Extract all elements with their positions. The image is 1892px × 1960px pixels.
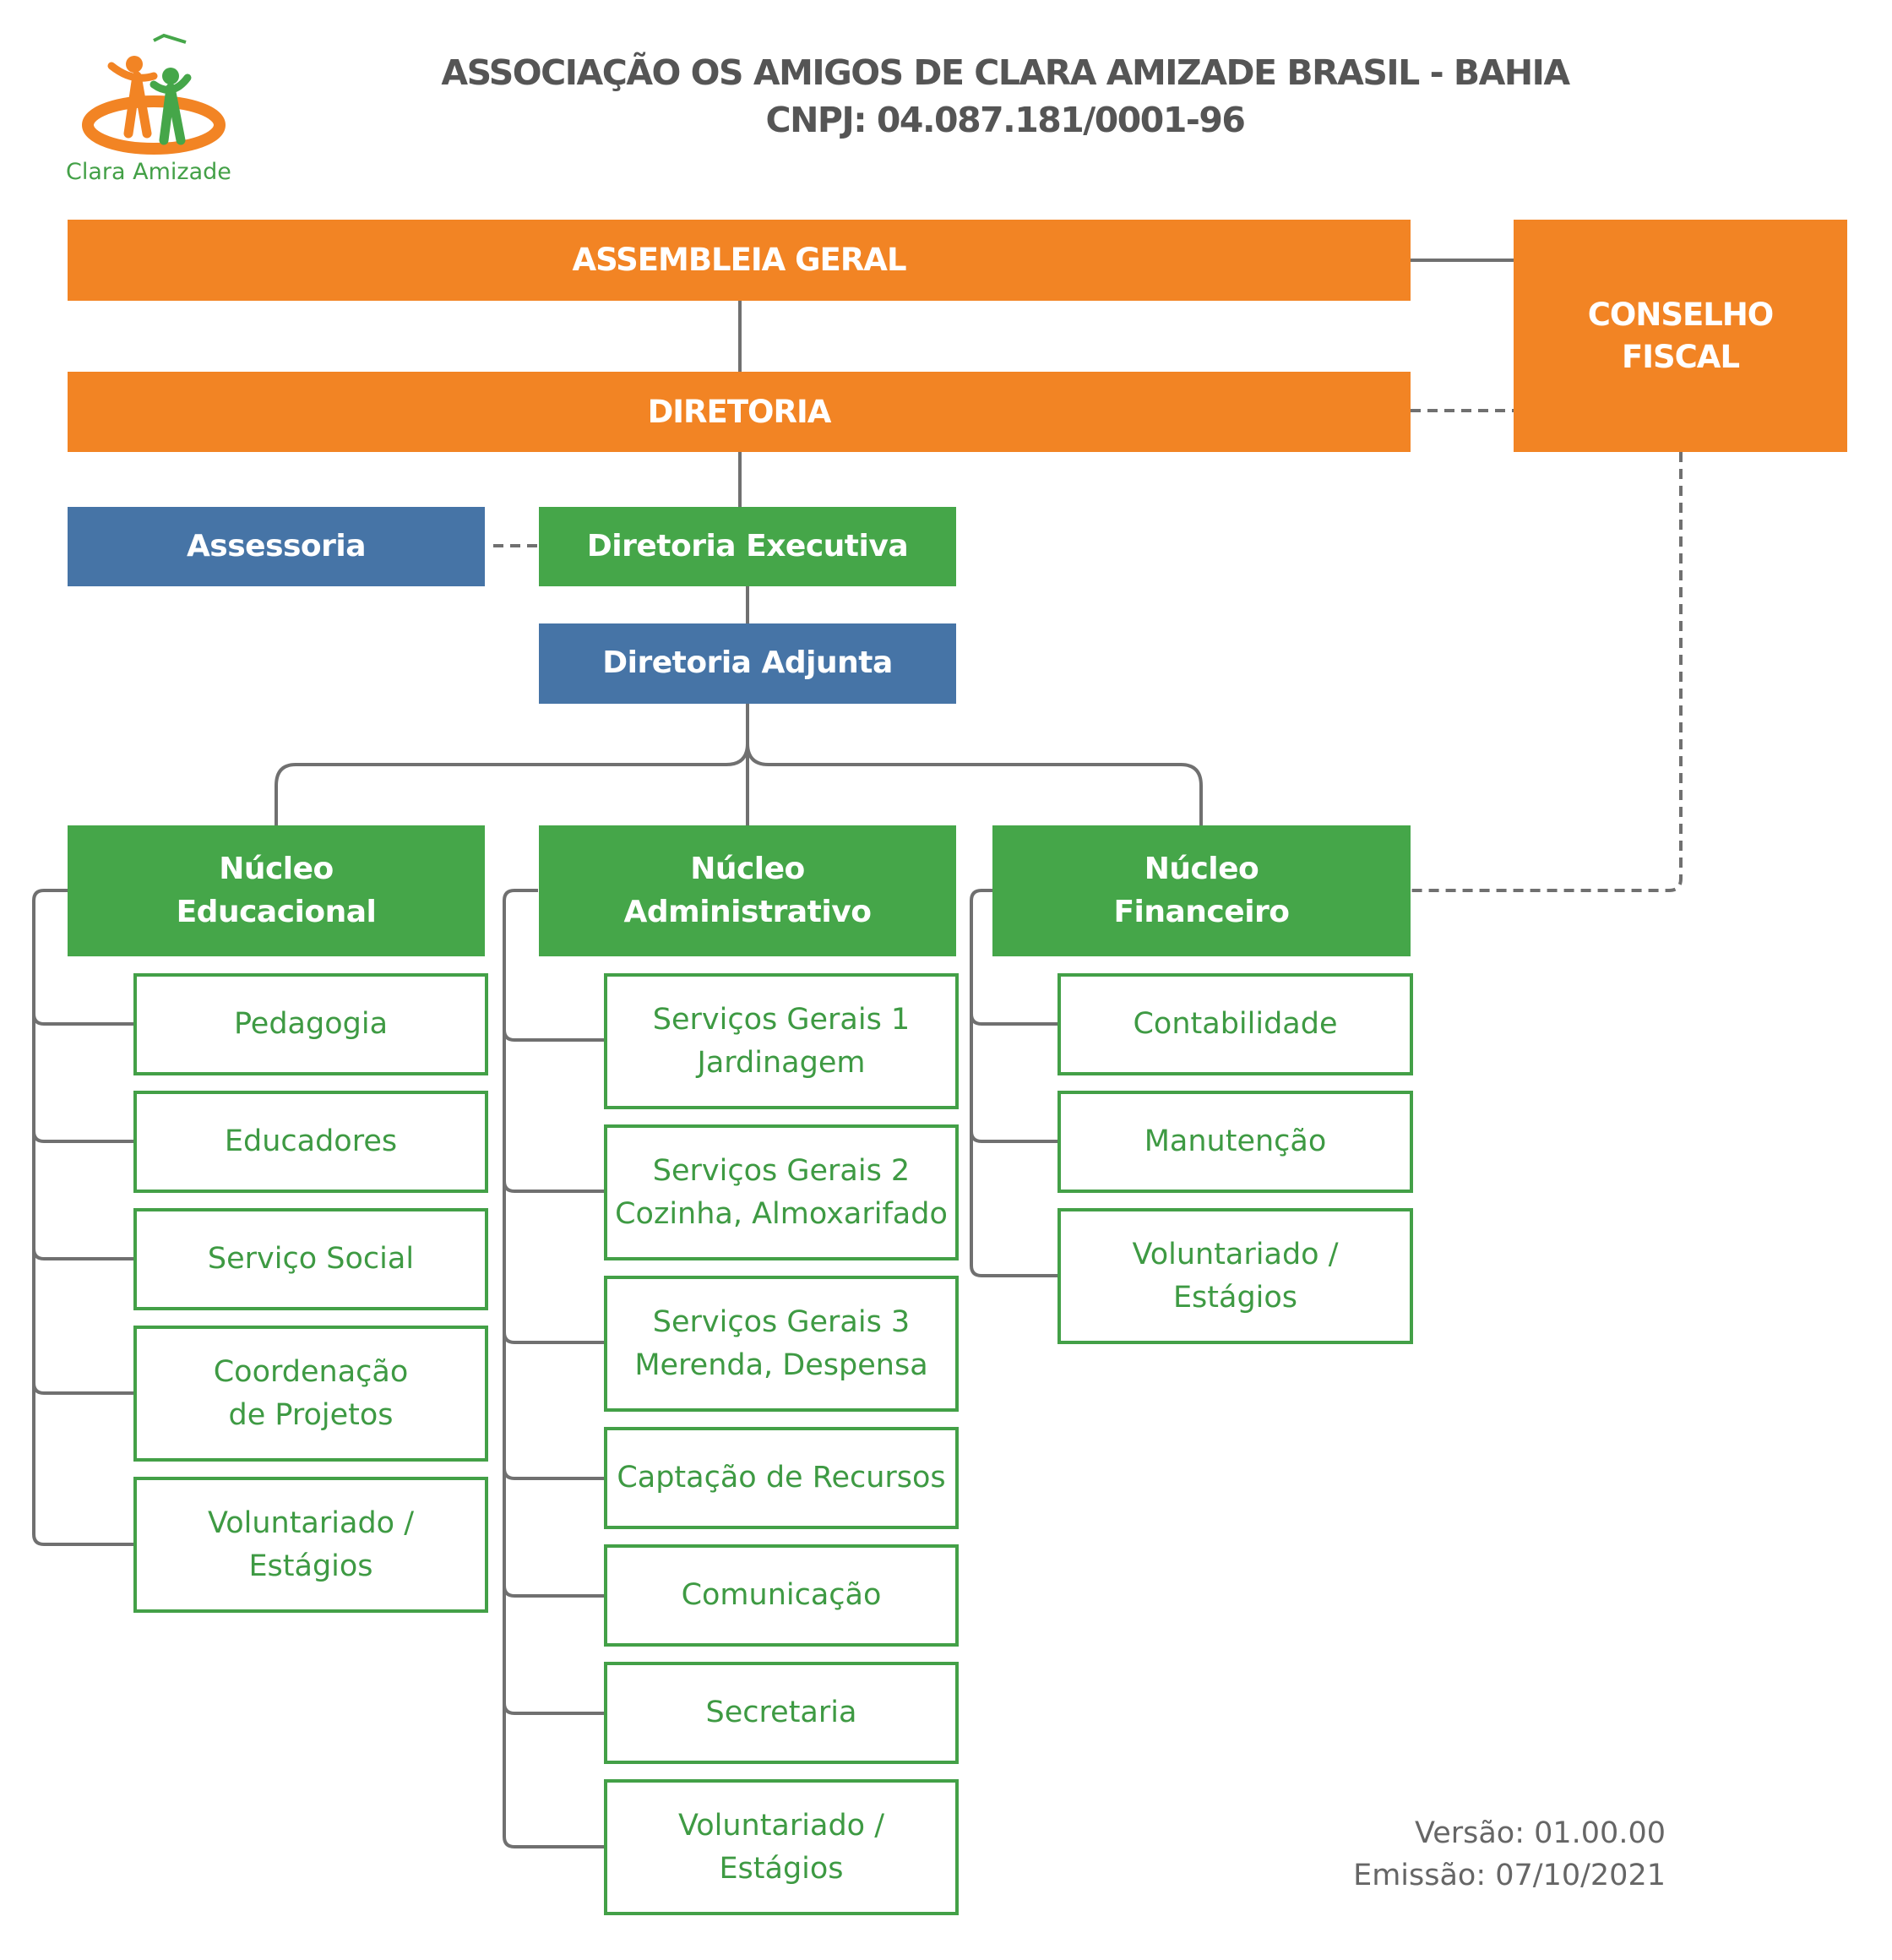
item-label: Voluntariado / Estágios (207, 1505, 414, 1583)
item-label: Manutenção (1144, 1124, 1327, 1159)
nucleo-administrativo-label: Núcleo Administrativo (623, 852, 872, 929)
assembleia-geral-box: ASSEMBLEIA GERAL (68, 220, 1411, 301)
conselho-fiscal-box: CONSELHO FISCAL (1514, 220, 1847, 452)
administrativo-item-voluntariado: Voluntariado / Estágios (604, 1779, 959, 1915)
cnpj-label: CNPJ: 04.087.181/0001-96 (765, 100, 1246, 140)
item-label: Voluntariado / Estágios (1132, 1237, 1339, 1315)
diretoria-adjunta-label: Diretoria Adjunta (602, 645, 893, 681)
conselho-fiscal-label: CONSELHO FISCAL (1587, 296, 1774, 375)
logo-figures-icon (82, 33, 226, 155)
page-title: ASSOCIAÇÃO OS AMIGOS DE CLARA AMIZADE BR… (441, 52, 1570, 93)
connector-rail-financeiro (970, 889, 1057, 1277)
educacional-item-educadores: Educadores (133, 1091, 488, 1193)
administrativo-item-servicos-gerais-2: Serviços Gerais 2 Cozinha, Almoxarifado (604, 1124, 959, 1260)
connector-adm-secretaria (503, 1702, 604, 1715)
version-label: Versão: 01.00.00 (1414, 1816, 1666, 1850)
connector-conselho-financeiro (1411, 452, 1683, 892)
educacional-item-servico-social: Serviço Social (133, 1208, 488, 1310)
connector-fin-contabilidade (970, 1013, 1057, 1026)
financeiro-item-contabilidade: Contabilidade (1057, 973, 1413, 1075)
connector-adjunta-branch (275, 704, 749, 825)
item-label: Serviço Social (207, 1242, 415, 1277)
nucleo-educacional-label: Núcleo Educacional (176, 852, 377, 929)
financeiro-item-manutencao: Manutenção (1057, 1091, 1413, 1193)
logo: Clara Amizade (61, 32, 247, 193)
logo-text: Clara Amizade (66, 159, 231, 185)
connector-educacional-coordenacao (32, 1382, 133, 1395)
connector-rail-educacional (32, 889, 133, 1546)
educacional-item-coordenacao: Coordenação de Projetos (133, 1326, 488, 1462)
nucleo-administrativo-box: Núcleo Administrativo (539, 825, 956, 956)
item-label: Captação de Recursos (617, 1461, 946, 1495)
item-label: Educadores (224, 1124, 398, 1159)
connector-adm-sg1 (503, 1029, 604, 1042)
nucleo-financeiro-label: Núcleo Financeiro (1113, 852, 1290, 929)
assembleia-geral-label: ASSEMBLEIA GERAL (572, 242, 906, 279)
item-label: Comunicação (681, 1578, 882, 1613)
administrativo-item-servicos-gerais-3: Serviços Gerais 3 Merenda, Despensa (604, 1276, 959, 1412)
connector-adm-sg3 (503, 1331, 604, 1344)
diretoria-executiva-label: Diretoria Executiva (586, 528, 909, 564)
administrativo-item-servicos-gerais-1: Serviços Gerais 1 Jardinagem (604, 973, 959, 1109)
educacional-item-voluntariado: Voluntariado / Estágios (133, 1477, 488, 1613)
emission-date-label: Emissão: 07/10/2021 (1353, 1859, 1666, 1892)
item-label: Pedagogia (233, 1007, 389, 1042)
administrativo-item-secretaria: Secretaria (604, 1662, 959, 1764)
educacional-item-pedagogia: Pedagogia (133, 973, 488, 1075)
connector-fin-manutencao (970, 1130, 1057, 1143)
diretoria-label: DIRETORIA (647, 393, 832, 430)
administrativo-item-comunicacao: Comunicação (604, 1544, 959, 1647)
nucleo-financeiro-box: Núcleo Financeiro (992, 825, 1411, 956)
item-label: Serviços Gerais 1 Jardinagem (652, 1002, 911, 1080)
connector-adm-sg2 (503, 1180, 604, 1193)
connector-educacional-educadores (32, 1130, 133, 1143)
administrativo-item-captacao: Captação de Recursos (604, 1427, 959, 1529)
item-label: Serviços Gerais 3 Merenda, Despensa (634, 1304, 928, 1382)
assessoria-label: Assessoria (186, 528, 367, 564)
diretoria-adjunta-box: Diretoria Adjunta (539, 623, 956, 704)
connector-educacional-servico (32, 1248, 133, 1260)
item-label: Voluntariado / Estágios (677, 1808, 884, 1886)
financeiro-item-voluntariado: Voluntariado / Estágios (1057, 1208, 1413, 1344)
item-label: Coordenação de Projetos (213, 1354, 409, 1432)
item-label: Serviços Gerais 2 Cozinha, Almoxarifado (615, 1153, 948, 1231)
item-label: Secretaria (705, 1696, 857, 1730)
connector-educacional-pedagogia (32, 1013, 133, 1026)
item-label: Contabilidade (1133, 1007, 1338, 1042)
diretoria-box: DIRETORIA (68, 372, 1411, 452)
connector-adm-captacao (503, 1467, 604, 1480)
nucleo-educacional-box: Núcleo Educacional (68, 825, 485, 956)
diretoria-executiva-box: Diretoria Executiva (539, 507, 956, 586)
connector-adjunta-branch-right (746, 743, 1203, 825)
assessoria-box: Assessoria (68, 507, 485, 586)
connector-adm-comunicacao (503, 1585, 604, 1598)
connector-rail-administrativo (503, 889, 604, 1848)
